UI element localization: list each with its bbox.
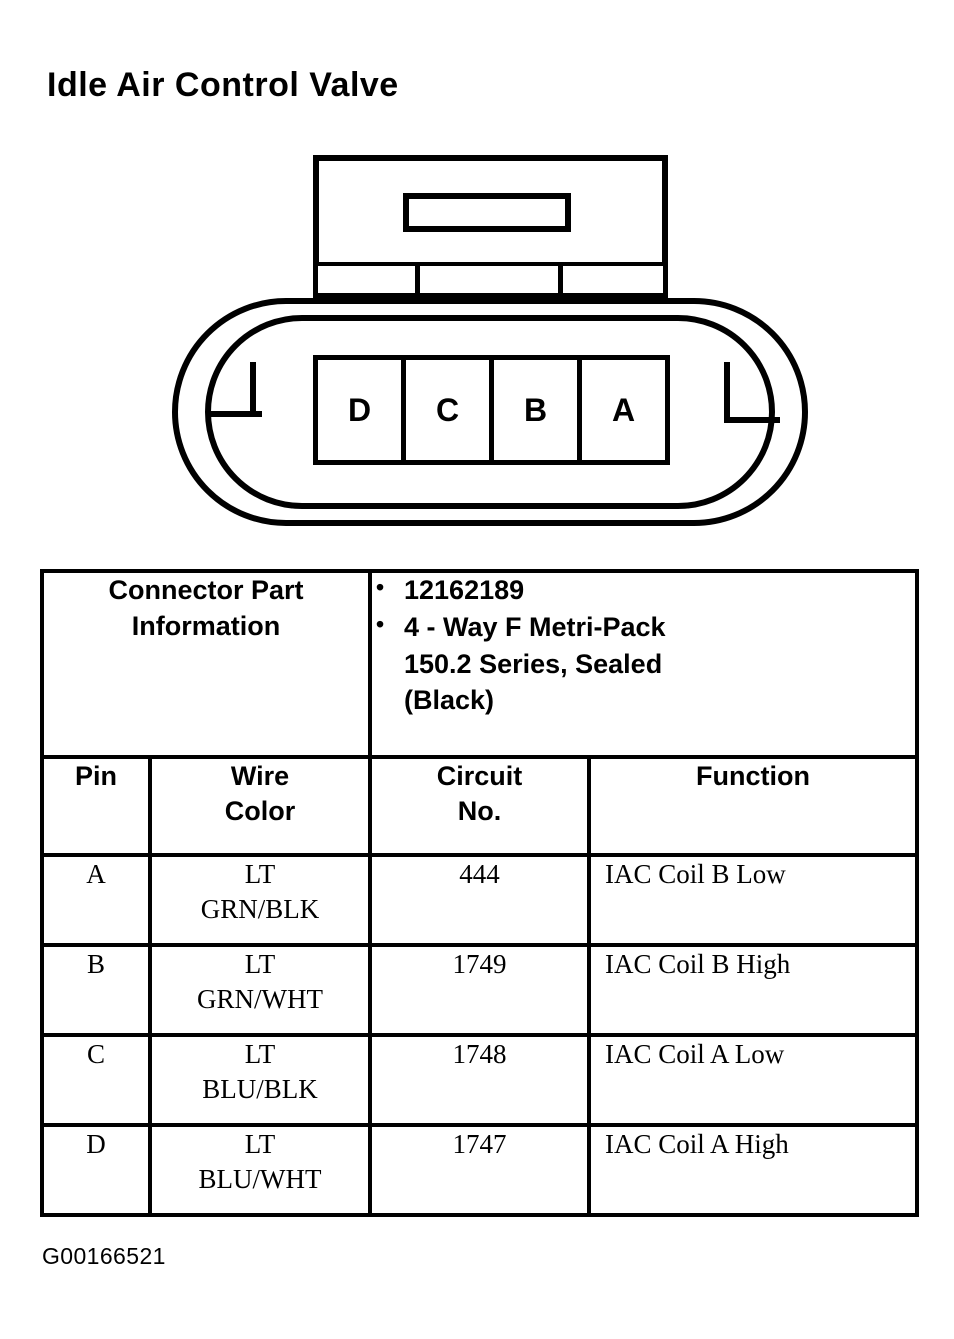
cell-wire-color: LT GRN/BLK <box>148 853 372 947</box>
connector-tab-2 <box>415 266 558 293</box>
table-row: A LT GRN/BLK 444 IAC Coil B Low <box>40 853 920 947</box>
cell-wire-color: LT BLU/BLK <box>148 1033 372 1127</box>
page-title: Idle Air Control Valve <box>47 66 399 104</box>
pin-cavity-d: D <box>318 360 401 460</box>
column-header-function: Function <box>586 755 920 857</box>
connector-notch-left <box>206 362 262 417</box>
connector-tab-row <box>313 266 668 298</box>
part-description-bullet: 4 - Way F Metri-Pack <box>372 609 915 646</box>
notch-right-horizontal <box>724 417 780 423</box>
connector-tab-3 <box>558 266 663 293</box>
part-description-line-3: (Black) <box>404 684 495 715</box>
column-header-wire-color-line-1: Wire <box>230 761 290 791</box>
cell-pin: B <box>40 943 152 1037</box>
cell-wire-color-line-2: GRN/BLK <box>200 894 320 925</box>
notch-left-vertical <box>250 362 256 417</box>
cell-pin: D <box>40 1123 152 1217</box>
table-row: D LT BLU/WHT 1747 IAC Coil A High <box>40 1123 920 1217</box>
connector-notch-right <box>724 362 780 423</box>
cell-wire-color-line-2: BLU/BLK <box>202 1074 318 1105</box>
part-info-label-line-2: Information <box>131 610 281 641</box>
part-info-label-cell: Connector Part Information <box>40 569 372 759</box>
part-info-values-cell: 12162189 4 - Way F Metri-Pack 150.2 Seri… <box>367 569 920 759</box>
pin-cavity-block: D C B A <box>313 355 670 465</box>
cell-wire-color-line-2: GRN/WHT <box>197 984 323 1015</box>
connector-tab-1 <box>318 266 415 293</box>
column-header-wire-color-line-2: Color <box>224 795 296 826</box>
pin-cavity-a: A <box>577 360 665 460</box>
column-header-circuit-line-1: Circuit <box>436 761 523 791</box>
connector-pinout-table: Connector Part Information 12162189 4 - … <box>40 569 920 1217</box>
column-header-wire-color: Wire Color <box>148 755 372 857</box>
pin-cavity-c: C <box>401 360 489 460</box>
connector-diagram: D C B A <box>0 0 954 560</box>
cell-wire-color-line-1: LT <box>244 1129 276 1159</box>
cell-pin: C <box>40 1033 152 1127</box>
part-description-line-2: 150.2 Series, Sealed <box>404 648 663 679</box>
cell-wire-color: LT BLU/WHT <box>148 1123 372 1217</box>
table-header-row: Pin Wire Color Circuit No. Function <box>40 755 920 857</box>
column-header-circuit-no: Circuit No. <box>368 755 591 857</box>
cell-function: IAC Coil A Low <box>586 1033 920 1127</box>
pin-cavity-b: B <box>489 360 577 460</box>
cell-circuit-no: 444 <box>368 853 591 947</box>
figure-code: G00166521 <box>42 1243 166 1269</box>
cell-wire-color-line-1: LT <box>244 859 276 889</box>
notch-right-vertical <box>724 362 730 417</box>
cell-wire-color-line-2: BLU/WHT <box>198 1164 322 1195</box>
connector-top-slot <box>403 193 571 232</box>
cell-wire-color-line-1: LT <box>244 949 276 979</box>
column-header-pin: Pin <box>40 755 152 857</box>
cell-circuit-no: 1748 <box>368 1033 591 1127</box>
table-row-part-info: Connector Part Information 12162189 4 - … <box>40 569 920 759</box>
notch-left-horizontal <box>206 411 262 417</box>
column-header-circuit-line-2: No. <box>457 795 502 826</box>
cell-pin: A <box>40 853 152 947</box>
cell-wire-color-line-1: LT <box>244 1039 276 1069</box>
cell-function: IAC Coil B Low <box>586 853 920 947</box>
part-info-label-line-1: Connector Part <box>108 575 304 605</box>
cell-function: IAC Coil B High <box>586 943 920 1037</box>
part-number-bullet: 12162189 <box>372 572 915 609</box>
table-row: C LT BLU/BLK 1748 IAC Coil A Low <box>40 1033 920 1127</box>
cell-function: IAC Coil A High <box>586 1123 920 1217</box>
table-row: B LT GRN/WHT 1749 IAC Coil B High <box>40 943 920 1037</box>
cell-wire-color: LT GRN/WHT <box>148 943 372 1037</box>
cell-circuit-no: 1747 <box>368 1123 591 1217</box>
cell-circuit-no: 1749 <box>368 943 591 1037</box>
